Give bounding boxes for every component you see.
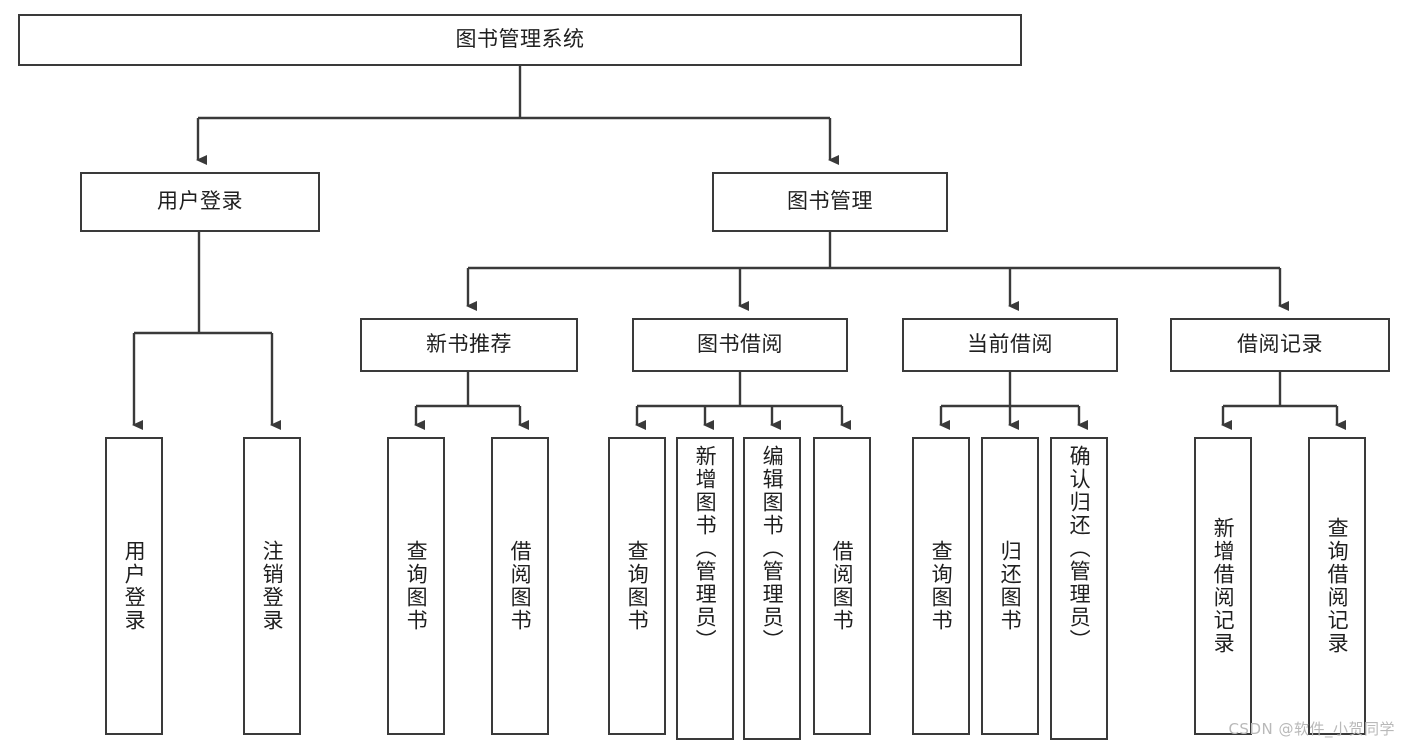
node-label: 查询借阅记录 [1325,517,1350,655]
node-root-book-management-system[interactable]: 图书管理系统 [18,14,1022,66]
leaf-book-borrow-edit[interactable]: 编辑图书（管理员） [743,437,801,740]
leaf-current-borrow-query[interactable]: 查询图书 [912,437,970,735]
leaf-new-book-borrow[interactable]: 借阅图书 [491,437,549,735]
node-current-borrow[interactable]: 当前借阅 [902,318,1118,372]
node-label: 图书管理系统 [455,27,585,52]
leaf-borrow-record-add[interactable]: 新增借阅记录 [1194,437,1252,735]
node-label: 注销登录 [260,540,285,632]
leaf-current-borrow-return[interactable]: 归还图书 [981,437,1039,735]
leaf-book-borrow-borrow[interactable]: 借阅图书 [813,437,871,735]
leaf-user-login-login[interactable]: 用户登录 [105,437,163,735]
node-user-login[interactable]: 用户登录 [80,172,320,232]
node-label: 归还图书 [998,540,1023,632]
node-label: 借阅图书 [508,540,533,632]
node-label: 图书借阅 [697,332,783,357]
node-label: 查询图书 [929,540,954,632]
node-label: 编辑图书（管理员） [760,445,785,652]
node-label: 新书推荐 [426,332,512,357]
node-label: 新增借阅记录 [1211,517,1236,655]
node-label: 确认归还（管理员） [1067,445,1092,652]
node-label: 借阅记录 [1237,332,1323,357]
node-label: 查询图书 [625,540,650,632]
leaf-book-borrow-query[interactable]: 查询图书 [608,437,666,735]
watermark-csdn: CSDN @软件_小贺同学 [1228,720,1395,738]
node-label: 借阅图书 [830,540,855,632]
node-label: 查询图书 [404,540,429,632]
leaf-book-borrow-add[interactable]: 新增图书（管理员） [676,437,734,740]
node-label: 图书管理 [787,189,873,214]
node-label: 用户登录 [122,540,147,632]
node-book-borrow[interactable]: 图书借阅 [632,318,848,372]
leaf-new-book-query[interactable]: 查询图书 [387,437,445,735]
node-borrow-record[interactable]: 借阅记录 [1170,318,1390,372]
node-new-book-recommend[interactable]: 新书推荐 [360,318,578,372]
node-label: 当前借阅 [967,332,1053,357]
leaf-user-login-logout[interactable]: 注销登录 [243,437,301,735]
leaf-borrow-record-query[interactable]: 查询借阅记录 [1308,437,1366,735]
leaf-current-borrow-confirm-return[interactable]: 确认归还（管理员） [1050,437,1108,740]
node-book-management[interactable]: 图书管理 [712,172,948,232]
node-label: 用户登录 [157,189,243,214]
node-label: 新增图书（管理员） [693,445,718,652]
